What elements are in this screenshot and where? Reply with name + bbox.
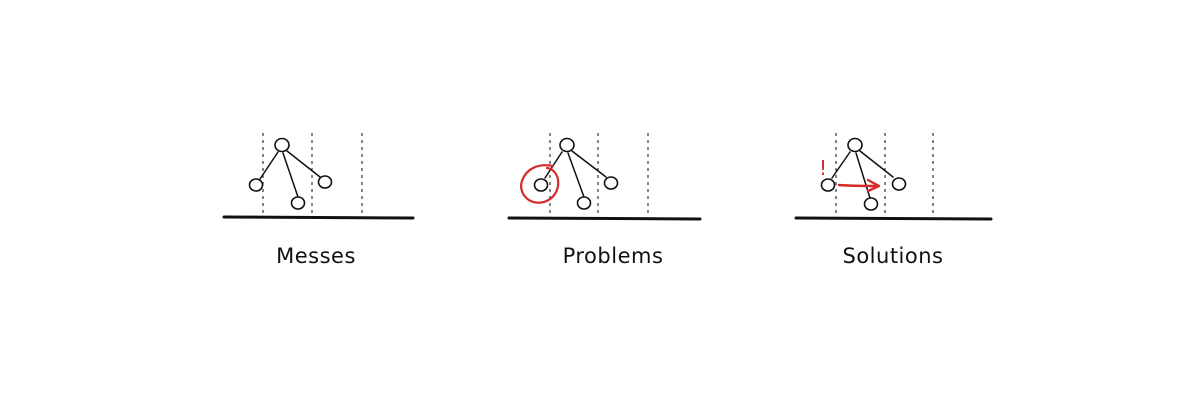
mobile-hub-node <box>274 137 290 153</box>
mobile-string <box>571 150 607 178</box>
panel-problems: Problems <box>507 133 702 268</box>
mobile-node <box>603 176 619 190</box>
ground-line <box>507 216 702 221</box>
mobile-string <box>286 150 321 178</box>
problem-highlight-circle <box>520 164 560 204</box>
mobile-string <box>259 151 279 180</box>
panel-label-problems: Problems <box>563 244 664 268</box>
mobile-string <box>282 152 299 198</box>
ground-line <box>222 215 415 220</box>
mobile-node <box>576 196 592 210</box>
mobile-node <box>317 175 333 189</box>
mobile-string <box>859 150 894 178</box>
move-arrow <box>837 178 881 193</box>
mobile-structure <box>820 137 907 211</box>
mobile-string <box>544 151 563 179</box>
mobile-structure <box>248 137 333 210</box>
mobile-structure <box>533 137 619 210</box>
mobile-node <box>290 196 306 210</box>
move-arrow-head <box>866 178 881 193</box>
mobile-node <box>820 178 836 192</box>
mobile-string <box>831 151 851 179</box>
mobile-node <box>891 177 907 191</box>
mobile-node <box>863 197 879 211</box>
mobile-node <box>533 178 549 192</box>
move-arrow-shaft <box>837 183 880 188</box>
panel-solutions: ! Solutions <box>794 133 993 268</box>
mobile-node <box>248 178 264 192</box>
mobile-hub-node <box>847 137 863 153</box>
panel-messes: Messes <box>222 133 415 268</box>
panel-label-messes: Messes <box>276 244 356 268</box>
exclamation-mark: ! <box>819 156 827 180</box>
ground-line <box>794 216 993 221</box>
panel-label-solutions: Solutions <box>843 244 944 268</box>
mobile-string <box>567 152 585 198</box>
mobile-hub-node <box>559 137 575 153</box>
